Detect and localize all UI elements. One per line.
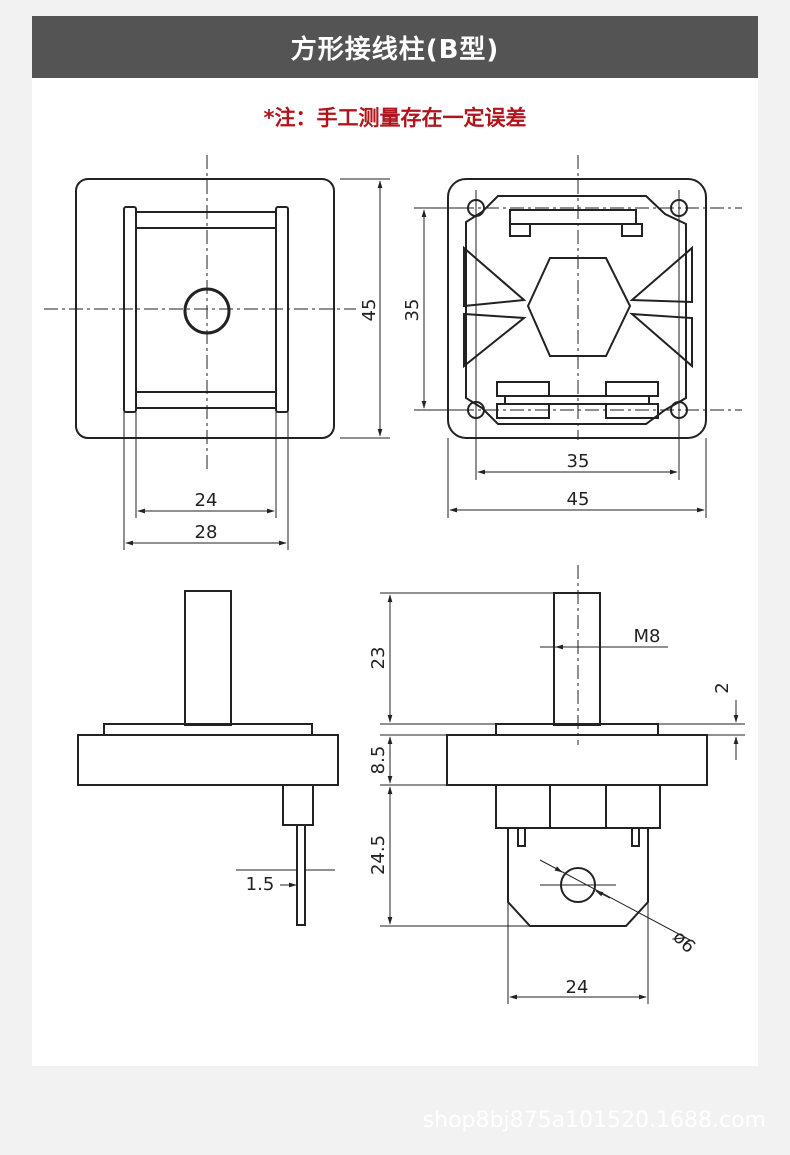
profile-tab <box>507 827 649 927</box>
watermark: shop8bj875a101520.1688.com <box>422 1108 766 1133</box>
profile-base <box>446 734 708 786</box>
dim-washer: 2 <box>712 682 733 693</box>
measurement-note: *注：手工测量存在一定误差 <box>263 106 527 130</box>
dim-tab-width: 24 <box>566 977 589 998</box>
side-view <box>77 590 339 926</box>
dim-front-height: 45 <box>359 299 380 322</box>
title-bar: 方形接线柱(B型) <box>32 16 758 78</box>
side-base <box>77 734 339 786</box>
front-view <box>44 155 390 550</box>
side-stud <box>184 590 232 726</box>
dim-back-hole-h: 35 <box>567 451 590 472</box>
back-view <box>414 155 742 518</box>
profile-stud <box>553 592 601 726</box>
back-inner-outline <box>465 195 687 425</box>
dim-front-inner-width: 24 <box>195 490 218 511</box>
dim-stud-height: 23 <box>368 647 389 670</box>
back-body <box>447 178 707 439</box>
side-tab <box>296 824 306 926</box>
dim-base-thickness: 8.5 <box>368 746 389 775</box>
drawing-panel: *注：手工测量存在一定误差 <box>32 78 758 1066</box>
dim-tab-length: 24.5 <box>368 835 389 875</box>
dim-back-hole-v: 35 <box>402 299 423 322</box>
page-title: 方形接线柱(B型) <box>290 34 500 65</box>
dim-side-thickness: 1.5 <box>246 874 275 895</box>
back-hex <box>526 257 632 357</box>
profile-view <box>380 565 745 1004</box>
dim-thread: M8 <box>634 626 661 647</box>
dim-back-width: 45 <box>567 489 590 510</box>
dim-front-outer-width: 28 <box>195 522 218 543</box>
